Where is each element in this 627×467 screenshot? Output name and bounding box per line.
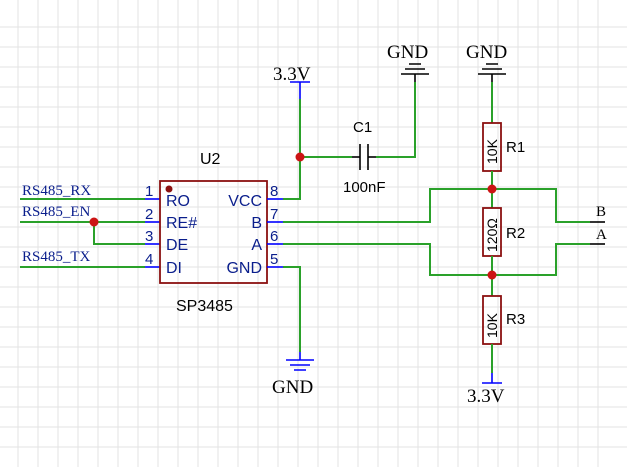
pin-number-6: 6 bbox=[270, 228, 278, 245]
ic-part-number: SP3485 bbox=[176, 298, 233, 315]
pin-name-vcc: VCC bbox=[228, 193, 262, 210]
r2-value: 120Ω bbox=[484, 218, 500, 252]
power-label-3v3-top: 3.3V bbox=[273, 64, 311, 85]
r2-reference: R2 bbox=[506, 225, 525, 242]
ground-symbol-r1 bbox=[478, 63, 506, 82]
r3-reference: R3 bbox=[506, 311, 525, 328]
pin-number-3: 3 bbox=[145, 228, 153, 245]
pin-name-de: DE bbox=[166, 237, 188, 254]
net-label-rs485-tx: RS485_TX bbox=[22, 249, 91, 265]
pin-number-1: 1 bbox=[145, 183, 153, 200]
pin-name-a: A bbox=[251, 237, 262, 254]
gnd-label-ic: GND bbox=[272, 377, 313, 398]
junction-dot bbox=[89, 217, 99, 227]
capacitor-c1 bbox=[352, 82, 416, 170]
pin-number-2: 2 bbox=[145, 206, 153, 223]
net-label-rs485-rx: RS485_RX bbox=[22, 183, 91, 199]
ic-body-sp3485 bbox=[159, 180, 268, 284]
pin-name-b: B bbox=[251, 215, 262, 232]
c1-reference: C1 bbox=[353, 119, 372, 136]
ic-reference: U2 bbox=[200, 151, 221, 168]
power-label-3v3-bottom: 3.3V bbox=[467, 386, 505, 407]
left-signal-wires bbox=[20, 198, 145, 268]
gnd-label-r1: GND bbox=[466, 42, 507, 63]
pin-name-gnd: GND bbox=[226, 260, 262, 277]
ground-symbol-cap bbox=[401, 63, 429, 82]
pin-number-4: 4 bbox=[145, 251, 153, 268]
vcc-net bbox=[283, 81, 352, 200]
junction-dot-a bbox=[487, 270, 497, 280]
c1-value: 100nF bbox=[343, 179, 386, 196]
bus-wires bbox=[283, 188, 605, 276]
pin-number-7: 7 bbox=[270, 206, 278, 223]
pin-name-di: DI bbox=[166, 260, 182, 277]
gnd-label-cap: GND bbox=[387, 42, 428, 63]
r1-reference: R1 bbox=[506, 139, 525, 156]
pin-number-8: 8 bbox=[270, 183, 278, 200]
junction-dot-b bbox=[487, 184, 497, 194]
pin-name-re: RE# bbox=[166, 215, 197, 232]
pin1-marker bbox=[165, 185, 173, 193]
left-pins bbox=[145, 198, 160, 268]
net-label-b: B bbox=[596, 204, 606, 220]
net-label-a: A bbox=[596, 227, 607, 243]
net-label-rs485-en: RS485_EN bbox=[22, 204, 91, 220]
power-symbol-3v3-bottom bbox=[482, 373, 502, 384]
pin-number-5: 5 bbox=[270, 251, 278, 268]
right-pins bbox=[267, 198, 283, 268]
ic-ground-net bbox=[283, 266, 314, 371]
pin-name-ro: RO bbox=[166, 193, 190, 210]
r3-value: 10K bbox=[484, 312, 500, 338]
r1-value: 10K bbox=[484, 138, 500, 164]
